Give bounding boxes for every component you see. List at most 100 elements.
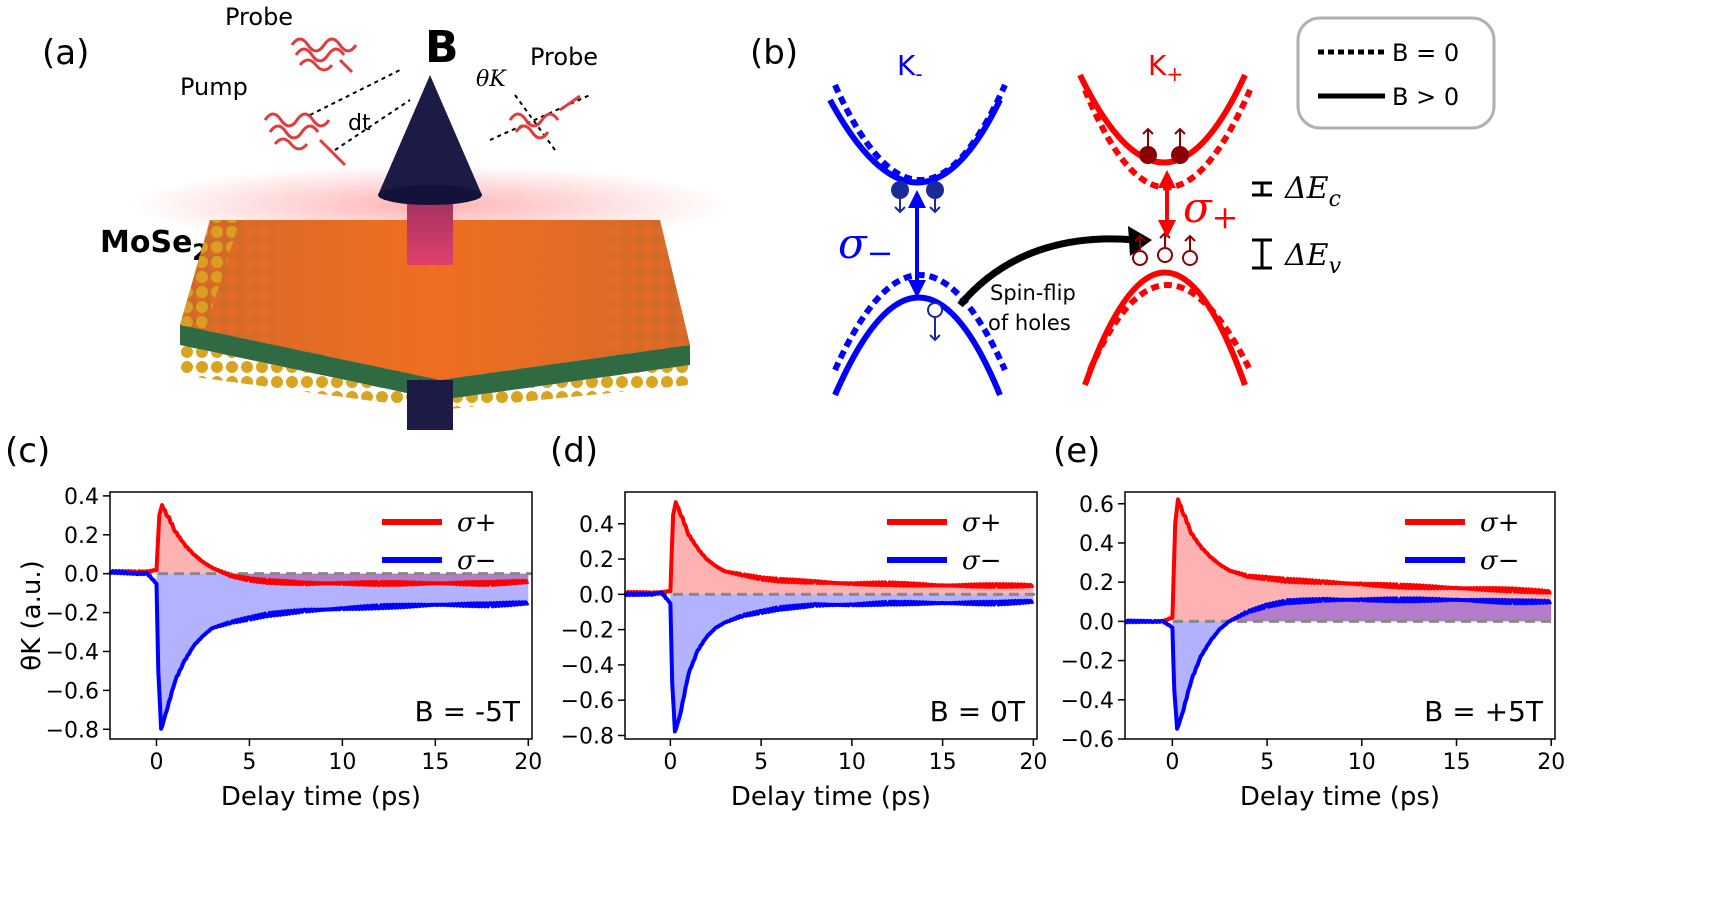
band-legend-box bbox=[1296, 16, 1496, 130]
delta-ec-marker bbox=[1252, 181, 1272, 197]
charts-row: (c) (d) (e) 0 5 10 15 20 −0.8 −0.6 −0.4 −0.2 0.0 0… bbox=[5, 431, 1565, 812]
x-tick-label: 15 bbox=[421, 750, 449, 775]
y-tick-label: 0.0 bbox=[1079, 610, 1114, 635]
b-field-annotation: B = +5T bbox=[1424, 695, 1544, 728]
series-fill-sigma-minus bbox=[156, 573, 529, 729]
legend-label-b0: B = 0 bbox=[1392, 39, 1459, 67]
y-tick-label: 0.2 bbox=[579, 548, 614, 573]
k-minus-label: K- bbox=[897, 49, 923, 86]
y-tick-label: 0.2 bbox=[1079, 571, 1114, 596]
band-legend: B = 0 B > 0 bbox=[1296, 16, 1496, 130]
y-tick-label: 0.0 bbox=[579, 583, 614, 608]
x-tick-label: 15 bbox=[929, 750, 957, 775]
probe-pulse-icon bbox=[290, 37, 358, 74]
series-line-sigma-plus bbox=[1123, 497, 1552, 625]
y-tick-label: −0.4 bbox=[1061, 689, 1114, 714]
delta-ec-label: ΔEc bbox=[1284, 171, 1341, 212]
y-tick-label: −0.6 bbox=[561, 689, 614, 714]
probe-label-top: Probe bbox=[225, 3, 293, 31]
y-tick-label: 0.4 bbox=[579, 513, 614, 538]
x-tick-label: 10 bbox=[328, 750, 356, 775]
series-fill-sigma-minus bbox=[1172, 598, 1552, 729]
mose2-bottom-layer bbox=[180, 345, 690, 410]
x-axis-label: Delay time (ps) bbox=[221, 782, 421, 812]
panel-label-c: (c) bbox=[5, 431, 50, 471]
x-tick-label: 5 bbox=[754, 750, 768, 775]
b-arrow-head bbox=[378, 75, 482, 195]
spin-flip-line1: Spin-flip bbox=[990, 281, 1076, 305]
dt-line-2 bbox=[334, 99, 411, 151]
x-tick-label: 10 bbox=[838, 750, 866, 775]
k-minus-valence-b0 bbox=[832, 272, 1008, 372]
x-tick-label: 5 bbox=[1260, 750, 1274, 775]
k-plus-conduction bbox=[1077, 73, 1248, 166]
series-line-sigma-minus bbox=[108, 569, 530, 731]
sigma-plus-label: σ+ bbox=[1183, 183, 1238, 236]
k-minus-conduction bbox=[827, 98, 1003, 186]
panel-label-a: (a) bbox=[42, 33, 89, 73]
y-tick-label: −0.6 bbox=[1061, 728, 1114, 753]
b-arrow-bottom-stem bbox=[407, 380, 453, 430]
series-fill-sigma-plus bbox=[156, 505, 529, 585]
y-axis-label: θK (a.u.) bbox=[17, 560, 47, 670]
y-tick-label: −0.4 bbox=[46, 640, 99, 665]
legend-label: σ+ bbox=[1480, 508, 1520, 538]
legend-label: σ− bbox=[457, 546, 497, 576]
series-line-sigma-minus bbox=[623, 590, 1035, 734]
series-fill-sigma-minus bbox=[670, 594, 1034, 732]
schematic-b: (b) K- σ− Spin-flip of holes K+ bbox=[750, 16, 1496, 397]
k-plus-valence-b0 bbox=[1087, 282, 1253, 372]
y-tick-label: −0.8 bbox=[561, 724, 614, 749]
x-tick-label: 10 bbox=[1348, 750, 1376, 775]
y-tick-label: 0.2 bbox=[64, 524, 99, 549]
delta-ev-marker bbox=[1252, 238, 1272, 270]
series-fill-sigma-plus bbox=[1172, 499, 1552, 622]
y-tick-label: 0.6 bbox=[1079, 493, 1114, 518]
series-line-sigma-plus bbox=[108, 503, 530, 587]
plot-frame bbox=[624, 491, 1038, 740]
k-minus-valence bbox=[832, 294, 1003, 397]
plot-frame bbox=[1124, 491, 1556, 740]
legend-label: σ+ bbox=[457, 508, 497, 538]
legend-label: σ+ bbox=[962, 508, 1002, 538]
electron-spin-down-icon bbox=[894, 198, 941, 214]
x-axis-label: Delay time (ps) bbox=[731, 782, 931, 812]
series-line-sigma-minus bbox=[1123, 596, 1553, 731]
dt-line-1 bbox=[309, 69, 401, 116]
series-line-sigma-plus bbox=[623, 500, 1035, 596]
dt-label: dt bbox=[348, 111, 371, 136]
panel-label-b: (b) bbox=[750, 33, 798, 73]
x-tick-label: 20 bbox=[1537, 750, 1565, 775]
x-tick-label: 0 bbox=[149, 750, 163, 775]
schematic-a: (a) Probe Pump Probe dt θK B MoSe2 bbox=[42, 3, 730, 430]
y-tick-label: −0.6 bbox=[46, 679, 99, 704]
x-tick-label: 20 bbox=[514, 750, 542, 775]
panel-label-e: (e) bbox=[1053, 431, 1100, 471]
y-tick-label: −0.2 bbox=[561, 619, 614, 644]
k-plus-label: K+ bbox=[1148, 49, 1183, 86]
legend-label: σ− bbox=[962, 546, 1002, 576]
legend-label-bpos: B > 0 bbox=[1392, 83, 1459, 111]
x-tick-label: 15 bbox=[1442, 750, 1470, 775]
hole-icon bbox=[927, 302, 943, 318]
delta-ev-label: ΔEv bbox=[1284, 238, 1342, 279]
probe-line-2 bbox=[514, 94, 556, 151]
x-tick-label: 0 bbox=[1165, 750, 1179, 775]
panel-label-d: (d) bbox=[550, 431, 598, 471]
b-field-annotation: B = 0T bbox=[930, 695, 1026, 728]
pump-label: Pump bbox=[180, 73, 248, 101]
plot-frame bbox=[109, 491, 533, 740]
sigma-minus-label: σ− bbox=[838, 219, 893, 272]
x-tick-label: 5 bbox=[242, 750, 256, 775]
spin-flip-arrow bbox=[957, 235, 1136, 308]
pump-pulse-icon bbox=[263, 112, 347, 167]
electron-spin-up-icon bbox=[1142, 127, 1186, 147]
y-tick-label: −0.4 bbox=[561, 654, 614, 679]
y-tick-label: 0.0 bbox=[64, 563, 99, 588]
y-tick-label: 0.4 bbox=[1079, 532, 1114, 557]
b-field-annotation: B = -5T bbox=[415, 695, 521, 728]
probe-label-right: Probe bbox=[530, 43, 598, 71]
